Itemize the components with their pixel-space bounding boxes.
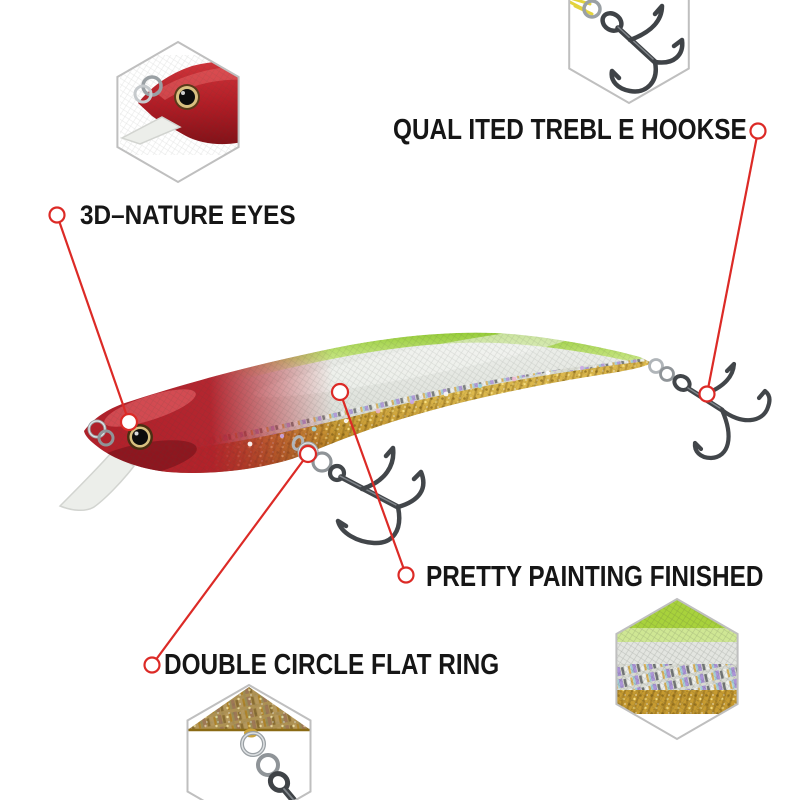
callout-marker-eyes-target [119, 412, 139, 432]
tail-treble-hook [648, 358, 772, 461]
holo-sparkles [247, 366, 584, 447]
scale-pattern-closeup-hexagon [615, 597, 739, 741]
callout-marker-ring-target [298, 444, 318, 464]
callout-label-treble-hooks: QUAL ITED TREBL E HOOKSE [393, 114, 747, 146]
head-eye-closeup-hexagon [116, 40, 240, 184]
lure-eye [127, 424, 153, 450]
nose-split-rings [87, 419, 115, 447]
closeup-eye [174, 84, 200, 110]
callout-marker-eyes-label [48, 206, 66, 224]
callout-line-nature-eyes [55, 214, 131, 423]
minnow-lure [58, 332, 772, 546]
callout-label-nature-eyes: 3D–NATURE EYES [80, 200, 296, 230]
callout-line-painting [338, 391, 408, 576]
callout-label-painting-finished: PRETTY PAINTING FINISHED [426, 561, 764, 593]
callout-marker-treble-label [749, 122, 767, 140]
closeup-lip [120, 116, 182, 145]
belly-split-ring-closeup-hexagon [186, 683, 312, 800]
callout-label-flat-ring: DOUBLE CIRCLE FLAT RING [164, 649, 500, 681]
lure-lip [58, 451, 136, 511]
belly-treble-hook [291, 435, 426, 546]
callout-marker-treble-target [698, 385, 716, 403]
treble-hook-closeup-hexagon [568, 0, 690, 105]
callout-marker-ring-label [143, 656, 161, 674]
callout-lines [48, 122, 767, 674]
callout-line-treble-hooks [705, 130, 760, 395]
callout-marker-painting-target [330, 382, 350, 402]
callout-line-flat-ring [151, 453, 309, 666]
callout-marker-painting-label [397, 566, 415, 584]
